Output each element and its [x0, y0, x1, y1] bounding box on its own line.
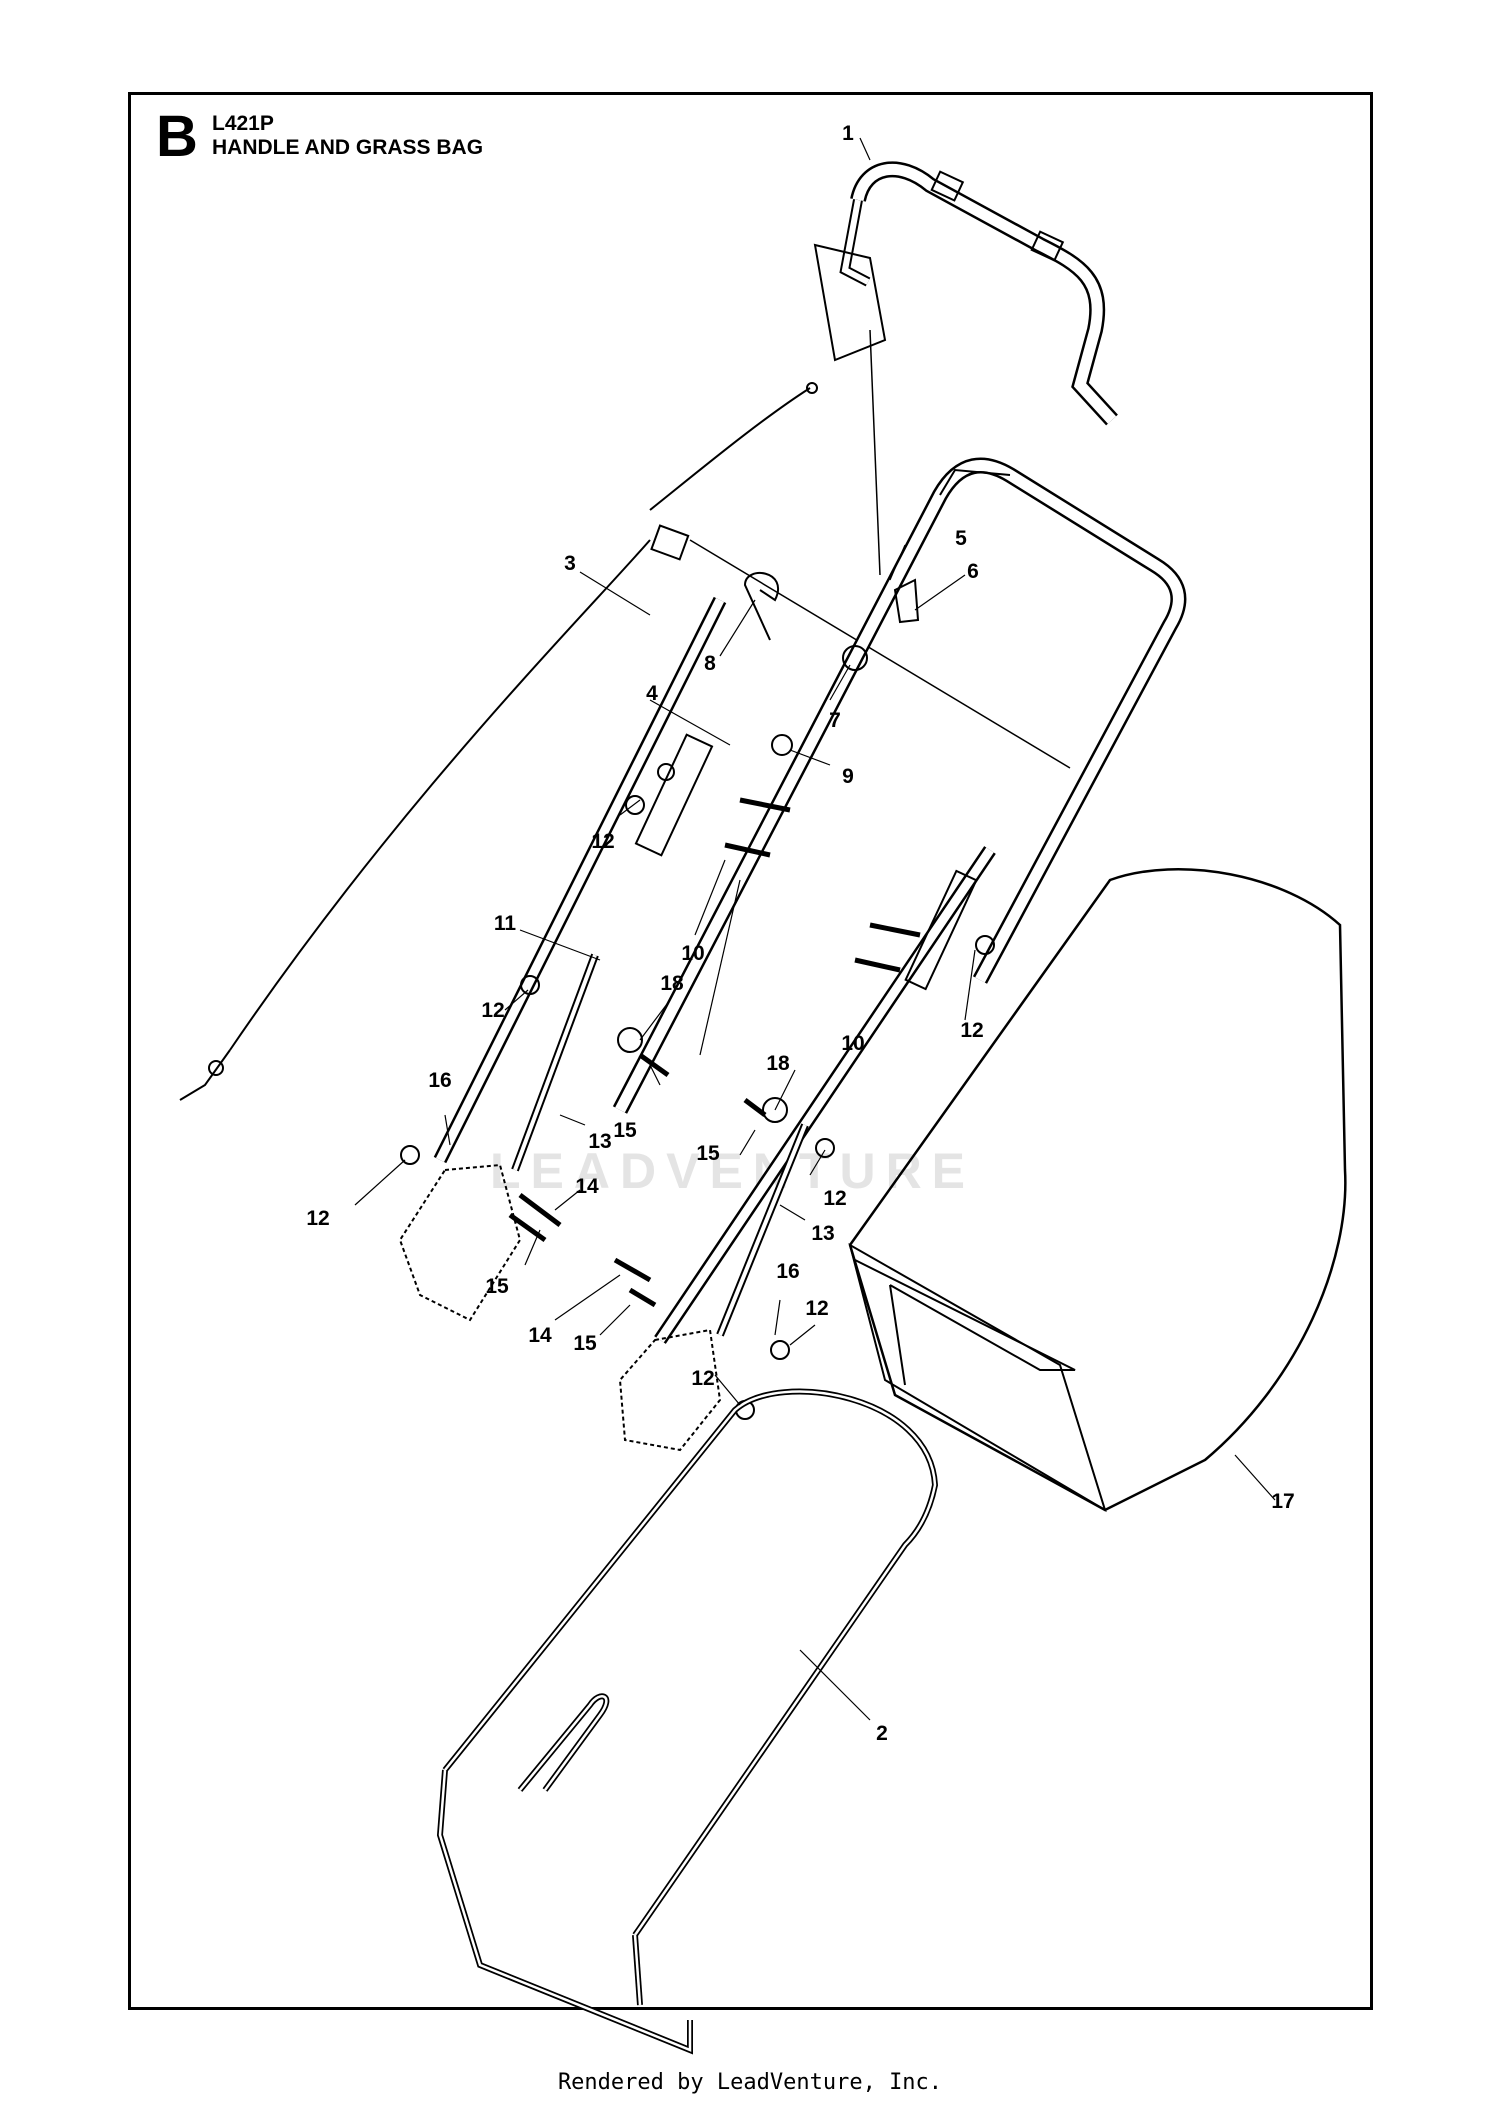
callout-14-b: 14: [528, 1324, 552, 1347]
section-letter: B: [156, 104, 198, 169]
callout-10-left: 10: [681, 942, 704, 965]
leader-lines: [354, 137, 1276, 1721]
callout-12-f: 12: [805, 1297, 828, 1320]
callout-18-a: 18: [660, 972, 684, 995]
callout-12-e: 12: [823, 1187, 846, 1210]
callout-5: 5: [955, 527, 967, 550]
model-number: L421P: [212, 112, 274, 135]
diagram-frame: [128, 92, 1373, 2010]
callout-8: 8: [704, 652, 716, 675]
cable-hook: [743, 572, 779, 641]
callout-7: 7: [829, 709, 841, 732]
callout-13-a: 13: [588, 1130, 611, 1153]
handle-frame: [612, 457, 1187, 1114]
callout-10-right: 10: [841, 1032, 864, 1055]
callout-3: 3: [564, 552, 576, 575]
callout-15-d: 15: [573, 1332, 597, 1355]
callout-15-a: 15: [613, 1119, 637, 1142]
handle-decal: [813, 243, 887, 362]
callout-6: 6: [967, 560, 979, 583]
control-cable: [179, 382, 818, 1101]
callout-11: 11: [494, 912, 517, 935]
grass-bag: [848, 868, 1347, 1513]
callout-2: 2: [876, 1722, 888, 1745]
callout-16-a: 16: [428, 1069, 451, 1092]
callout-9: 9: [842, 765, 854, 788]
grass-bag-frame: [436, 1388, 939, 2055]
callout-17: 17: [1271, 1490, 1294, 1513]
callout-15-b: 15: [696, 1142, 720, 1165]
callout-16-b: 16: [776, 1260, 799, 1283]
callout-12-b: 12: [481, 999, 504, 1022]
upper-handle-grip: [839, 161, 1118, 426]
hardware: [400, 578, 995, 1420]
callout-12-a: 12: [591, 830, 614, 853]
callout-14-a: 14: [575, 1175, 599, 1198]
callout-15-c: 15: [485, 1275, 509, 1298]
callout-12-g: 12: [691, 1367, 714, 1390]
watermark: LEADVENTURE: [490, 1143, 976, 1199]
callout-12-c: 12: [960, 1019, 983, 1042]
diagram-title: HANDLE AND GRASS BAG: [212, 136, 484, 159]
callout-13-b: 13: [811, 1222, 834, 1245]
footer-credit: Rendered by LeadVenture, Inc.: [557, 2070, 943, 2095]
callout-4: 4: [646, 682, 658, 705]
callout-1: 1: [842, 122, 854, 145]
callout-12-d: 12: [306, 1207, 329, 1230]
lever-bracket-right: [904, 869, 978, 991]
mower-deck-brackets: [398, 1163, 722, 1452]
callout-18-b: 18: [766, 1052, 790, 1075]
lever-bracket: [634, 733, 714, 857]
lower-handle-bars: [433, 596, 996, 1344]
cable-route-line: [689, 539, 1071, 769]
